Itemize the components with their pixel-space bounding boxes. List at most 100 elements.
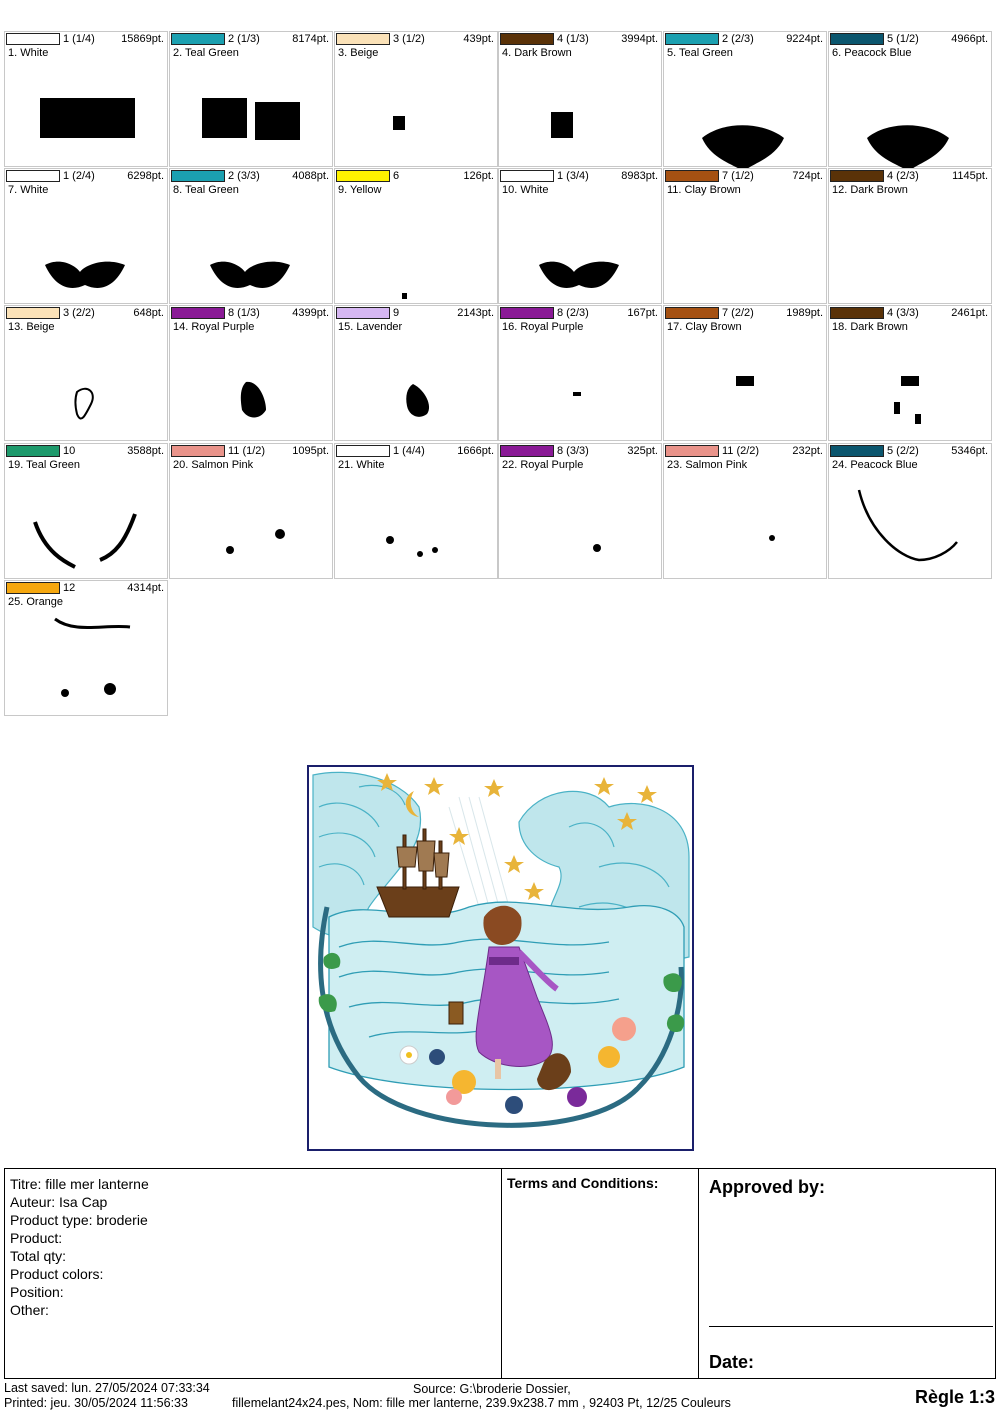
color-name: 18. Dark Brown [832, 321, 908, 333]
color-swatch [830, 307, 884, 319]
color-swatch [6, 33, 60, 45]
stitch-count: 325pt. [627, 445, 658, 457]
stitch-count: 648pt. [133, 307, 164, 319]
stitch-thumbnail [664, 197, 828, 305]
approval-panel: Approved by: Date: [699, 1169, 995, 1378]
color-block: 1 (2/4)6298pt.7. White [4, 168, 168, 304]
stitch-thumbnail [402, 293, 407, 299]
stitch-thumbnail [202, 98, 300, 140]
color-block: 7 (1/2) 724pt. 11. Clay Brown [663, 168, 827, 304]
stitch-thumbnail [240, 381, 266, 418]
stitch-count: 8174pt. [292, 33, 329, 45]
thread-part-label: 1 (1/4) [63, 33, 95, 45]
color-block: 4 (1/3) 3994pt. 4. Dark Brown [498, 31, 662, 167]
stitch-count: 1095pt. [292, 445, 329, 457]
file-info-text: fillemelant24x24.pes, Nom: fille mer lan… [232, 1396, 731, 1410]
stitch-count: 1145pt. [952, 170, 988, 182]
stitch-count: 8983pt. [621, 170, 658, 182]
thread-part-label: 4 (1/3) [557, 33, 589, 45]
thread-part-label: 5 (1/2) [887, 33, 919, 45]
color-name: 21. White [338, 459, 385, 471]
color-block: 5 (1/2) 4966pt. 6. Peacock Blue [828, 31, 992, 168]
info-line: Product colors: [10, 1266, 104, 1282]
color-block: 2 (2/3) 9224pt. 5. Teal Green [663, 31, 827, 168]
color-swatch [171, 170, 225, 182]
thread-part-label: 7 (1/2) [722, 170, 754, 182]
info-line: Other: [10, 1302, 49, 1318]
stitch-count: 126pt. [463, 170, 494, 182]
info-line: Total qty: [10, 1248, 67, 1264]
color-name: 23. Salmon Pink [667, 459, 748, 471]
stitch-thumbnail [702, 125, 784, 168]
color-block: 3 (2/2)648pt.13. Beige [4, 305, 168, 441]
embroidery-preview [307, 765, 694, 1151]
thread-part-label: 7 (2/2) [722, 307, 754, 319]
color-name: 12. Dark Brown [832, 184, 908, 196]
color-name: 17. Clay Brown [667, 321, 742, 333]
thread-part-label: 1 (3/4) [557, 170, 589, 182]
thread-part-label: 6 [393, 170, 400, 182]
info-line: Auteur: Isa Cap [10, 1194, 108, 1210]
color-name: 25. Orange [8, 596, 64, 608]
color-swatch [336, 445, 390, 457]
color-name: 24. Peacock Blue [832, 459, 918, 471]
color-block: 4 (2/3)1145pt.12. Dark Brown [828, 168, 992, 304]
stitch-thumbnail [74, 387, 94, 420]
info-line: Position: [10, 1284, 64, 1300]
color-name: 16. Royal Purple [502, 321, 584, 333]
stitch-thumbnail [829, 197, 993, 305]
terms-label: Terms and Conditions: [507, 1175, 659, 1191]
stitch-count: 2143pt. [457, 307, 494, 319]
color-block: 1 (4/4)1666pt.21. White [334, 443, 498, 579]
color-block: 5 (2/2) 5346pt. 24. Peacock Blue [828, 443, 992, 579]
last-saved-text: Last saved: lun. 27/05/2024 07:33:34 [4, 1381, 210, 1395]
stitch-count: 4966pt. [951, 33, 988, 45]
color-block: 4 (3/3)2461pt.18. Dark Brown [828, 305, 992, 441]
stitch-thumbnail [45, 261, 125, 288]
approved-by-label: Approved by: [709, 1177, 826, 1197]
color-block: 2 (1/3)8174pt.2. Teal Green [169, 31, 333, 167]
stitch-thumbnail [593, 544, 601, 552]
thread-part-label: 11 (2/2) [722, 445, 760, 457]
stitch-thumbnail [894, 376, 921, 424]
stitch-count: 15869pt. [121, 33, 164, 45]
color-swatch [6, 445, 60, 457]
color-name: 14. Royal Purple [173, 321, 255, 333]
color-name: 5. Teal Green [667, 47, 733, 59]
stitch-thumbnail [40, 98, 135, 138]
stitch-count: 439pt. [463, 33, 494, 45]
terms-panel: Terms and Conditions: [501, 1169, 699, 1378]
stitch-thumbnail [736, 376, 754, 386]
color-block: 1 (3/4)8983pt.10. White [498, 168, 662, 304]
stitch-count: 9224pt. [786, 33, 823, 45]
color-swatch [830, 170, 884, 182]
color-name: 6. Peacock Blue [832, 47, 912, 59]
color-name: 19. Teal Green [8, 459, 80, 471]
thread-part-label: 11 (1/2) [228, 445, 266, 457]
color-block-grid: 1 (1/4) 15869pt. 1. White 2 (1/3)8174pt.2. … [4, 31, 994, 719]
thread-part-label: 5 (2/2) [887, 445, 919, 457]
color-swatch [171, 307, 225, 319]
color-name: 1. White [8, 47, 49, 59]
color-name: 4. Dark Brown [502, 47, 572, 59]
color-swatch [6, 582, 60, 594]
color-swatch [665, 170, 719, 182]
stitch-count: 2461pt. [951, 307, 988, 319]
stitch-count: 5346pt. [951, 445, 988, 457]
color-swatch [500, 170, 554, 182]
color-name: 11. Clay Brown [667, 184, 741, 196]
color-swatch [830, 33, 884, 45]
stitch-thumbnail [769, 535, 775, 541]
color-swatch [336, 307, 390, 319]
scale-label: Règle 1:3 [914, 1387, 995, 1407]
thread-part-label: 2 (2/3) [722, 33, 754, 45]
thread-part-label: 8 (1/3) [228, 307, 260, 319]
source-text: Source: G:\broderie Dossier, [413, 1382, 571, 1396]
color-name: 7. White [8, 184, 49, 196]
stitch-count: 1989pt. [786, 307, 823, 319]
color-name: 20. Salmon Pink [173, 459, 254, 471]
stitch-count: 3994pt. [621, 33, 658, 45]
stitch-count: 724pt. [792, 170, 823, 182]
